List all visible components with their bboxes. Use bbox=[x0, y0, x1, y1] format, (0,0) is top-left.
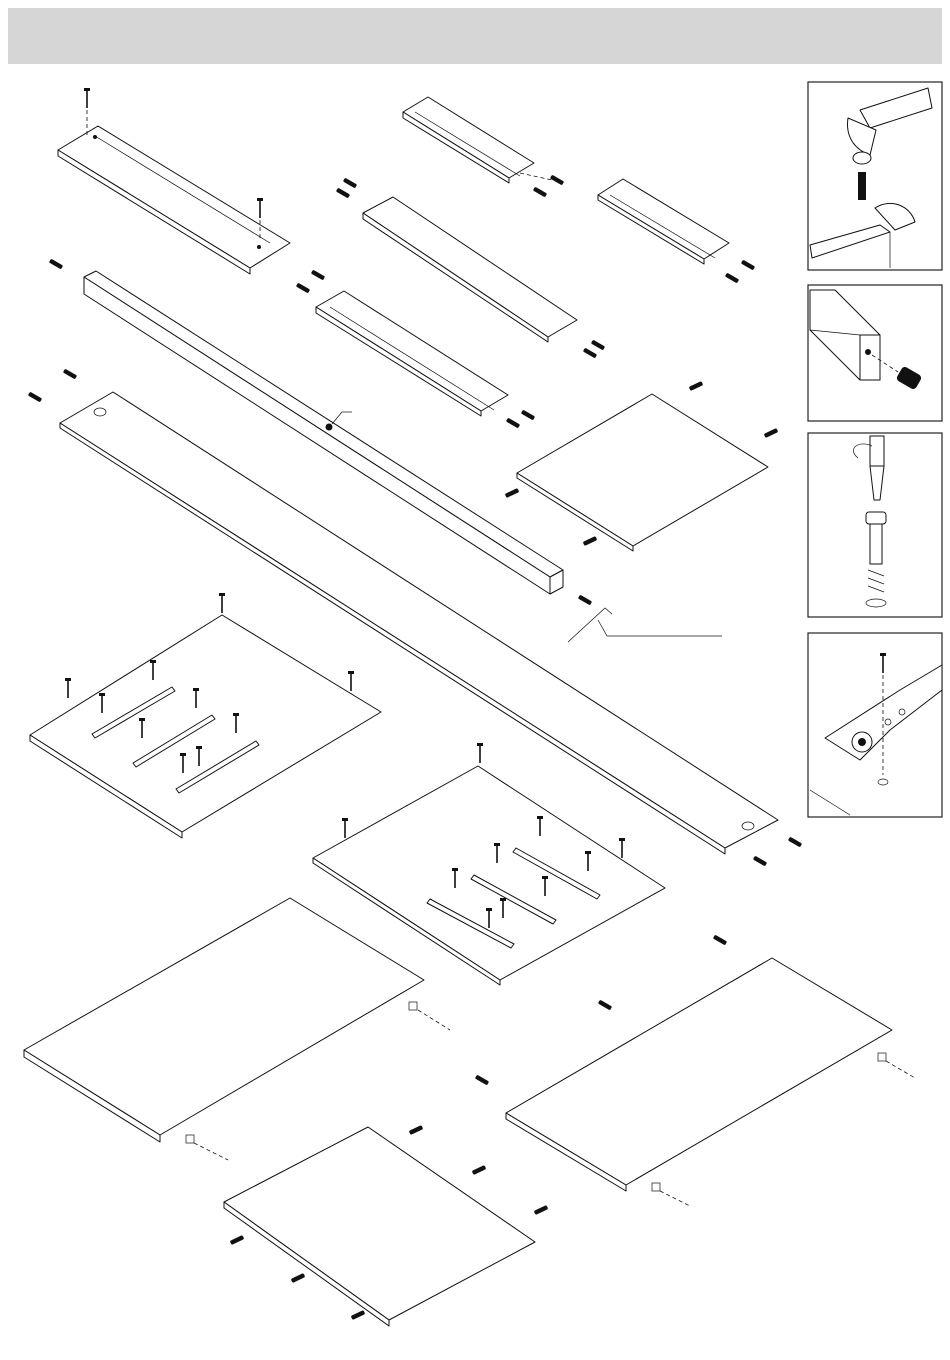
large-panel-left bbox=[24, 898, 450, 1160]
small-rail-2 bbox=[598, 179, 755, 283]
small-rail-1 bbox=[403, 97, 564, 197]
drawer-panel-left bbox=[30, 593, 381, 838]
bottom-center-panel bbox=[224, 1125, 548, 1326]
allen-key bbox=[568, 608, 722, 642]
large-panel-right bbox=[475, 935, 915, 1206]
screwdriver-cam-panel bbox=[808, 433, 942, 617]
square-panel-right bbox=[505, 381, 779, 551]
insert-cam-bolt-panel bbox=[808, 285, 942, 421]
top-screw-1 bbox=[84, 88, 90, 108]
hammer-dowel-panel bbox=[808, 82, 942, 270]
screw-drawer-slide-panel bbox=[808, 633, 942, 817]
top-screw-2 bbox=[257, 198, 263, 218]
top-shelf-board bbox=[58, 88, 290, 274]
